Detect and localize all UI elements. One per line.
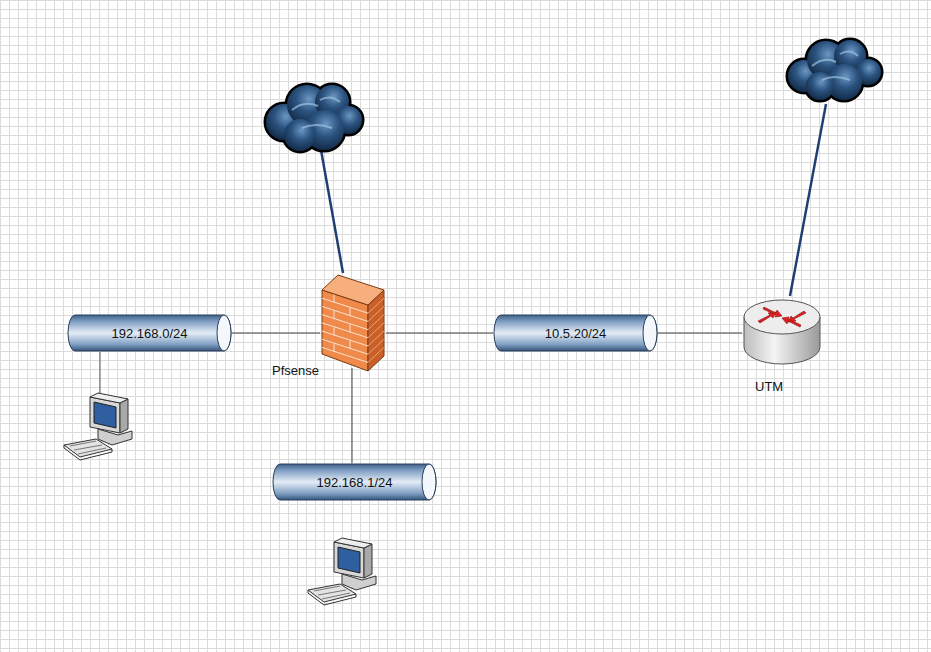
subnet-label: 192.168.1/24 [317,475,393,490]
uplink-line [321,150,343,273]
subnet-label: 10.5.20/24 [545,326,606,341]
computer-icon [308,538,376,605]
host-link [100,352,101,398]
network-segment: 10.5.20/24 [493,314,658,352]
network-link [658,333,742,334]
network-link [386,333,493,334]
computer-icon [64,393,132,460]
device-label: UTM [755,379,783,394]
network-segment: 192.168.0/24 [67,314,232,352]
subnet-label: 192.168.0/24 [112,326,188,341]
firewall-icon [320,272,386,372]
firewall-node: Pfsense [320,272,386,372]
uplink-line [790,104,826,296]
cloud-icon [788,40,881,100]
network-link [232,333,320,334]
router-icon [742,295,822,367]
cloud-icon [266,85,362,151]
device-label: Pfsense [272,363,319,378]
network-segment: 192.168.1/24 [272,463,437,501]
router-node: UTM [742,295,822,367]
network-link [352,368,353,463]
